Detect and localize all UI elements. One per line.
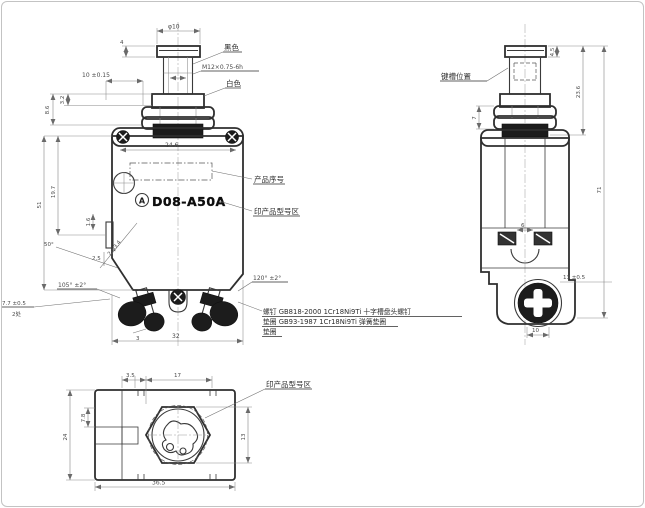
dim-10: 10 [532,328,539,334]
hex-nut [144,405,212,465]
push-button [141,45,215,139]
terminal-screw-center [168,289,188,313]
dim-cap-height: 4 [120,40,124,46]
dim-3-2: 3.2 [60,96,66,105]
label-collar-color: 白色 [226,78,241,88]
terminal-right [191,287,239,332]
dim-6: 6 [521,223,525,229]
label-button-color: 黑色 [224,42,239,52]
dim-24: 24 [63,433,69,440]
model-marking: D08-A50A [152,194,226,209]
brand-logo-letter: A [139,197,146,206]
terminal-left [117,287,165,332]
dim-24-6: 24.6 [165,142,179,149]
dim-23-6: 23.6 [576,85,582,98]
breaker-body: 24.6 A D08-A50A [105,127,244,291]
brand-logo [134,192,150,208]
dim-10-tol: 10 ±0.15 [82,72,110,79]
label-serial-area: 产品序号 [254,174,284,184]
mechanism-outline [161,420,199,456]
dim-19-7: 19.7 [51,185,57,198]
push-button-side [493,45,557,138]
label-keyway-position: 键槽位置 [441,71,471,81]
dim-1-6: 1.6 [86,217,92,226]
dim-7-7: 7.7 ±0.5 [2,301,26,307]
dim-3-5: 3.5 [126,373,135,379]
bottom-view: 3.5 17 7.8 24 13 36.5 印产品型号区 [63,373,312,491]
note-line-1: 螺钉 GB818-2000 1Cr18Ni9Ti 十字槽盘头螺钉 [263,307,411,316]
label-thread-spec: M12×0.75-6h [202,64,243,71]
terminal-screw-side [513,278,563,328]
dim-7-7-places: 2处 [12,310,21,318]
dim-51: 51 [37,202,43,209]
dim-36-5: 36.5 [152,480,166,487]
dim-7-8: 7.8 [81,413,87,422]
note-line-2: 垫圈 GB93-1987 1Cr18Ni9Ti 弹簧垫圈 [263,317,386,326]
dim-angle-120: 120° ±2° [253,275,281,282]
dim-71: 71 [597,187,603,194]
label-model-area-bottom: 印产品型号区 [266,379,311,389]
dim-angle-50: 50° [44,242,54,248]
side-view: 键槽位置 4.5 7 23.6 6 [440,24,612,345]
dim-32: 32 [172,333,180,340]
dim-13: 13 [241,433,247,440]
dim-8-6: 8.6 [45,105,51,114]
label-model-area: 印产品型号区 [254,206,299,216]
dim-phi10: φ10 [168,24,180,31]
note-line-3: 垫圈 [263,327,277,336]
dim-2-5: 2.5 [92,256,101,262]
serial-number-area [129,162,213,181]
dim-angle-105: 105° ±2° [58,282,86,289]
dim-4-5: 4.5 [550,47,556,56]
dim-13-tol: 13 ±0.5 [563,275,586,281]
front-view: φ10 4 黑色 M12×0.75-6h 白色 10 ±0.15 8.6 3.2 [1,22,462,348]
dim-7: 7 [472,116,478,120]
hardware-note: 螺钉 GB818-2000 1Cr18Ni9Ti 十字槽盘头螺钉 垫圈 GB93… [237,301,462,337]
dim-17: 17 [174,373,181,379]
breaker-body-side: 6 [480,129,576,328]
